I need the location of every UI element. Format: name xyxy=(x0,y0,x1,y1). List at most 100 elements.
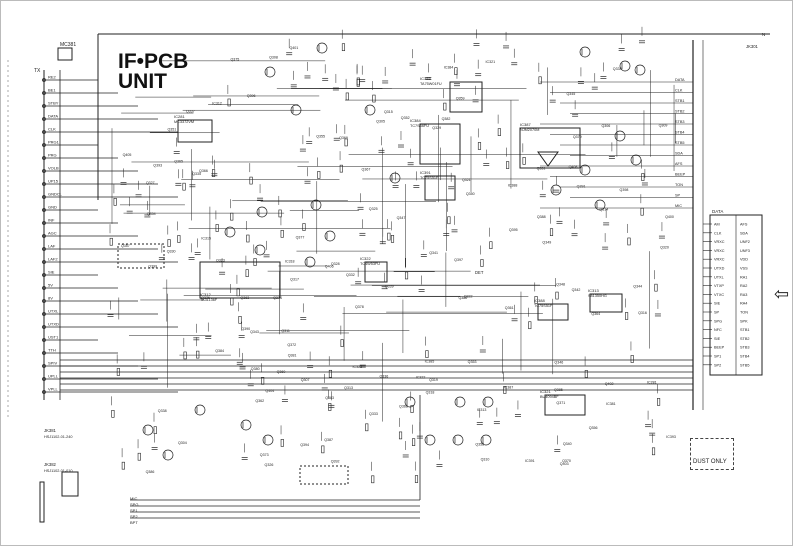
left-pin xyxy=(42,182,46,186)
left-pin-label: UP15 xyxy=(48,179,59,184)
resistor-symbol xyxy=(489,241,493,250)
right-pin-label-left: VRXC xyxy=(714,258,725,262)
component-ref-label: Q350 xyxy=(466,192,475,196)
component-ref-label: Q396 xyxy=(247,94,256,98)
jack-ref-label: JK382 xyxy=(44,462,57,467)
left-pin-label: 5V xyxy=(48,283,53,288)
component-ref-label: Q400 xyxy=(665,215,674,219)
component-ref-label: Q335 xyxy=(192,172,201,176)
component-ref-label: Q308 xyxy=(269,55,278,59)
ic-box-8 xyxy=(424,175,456,201)
resistor-symbol xyxy=(538,76,542,85)
resistor-symbol xyxy=(410,405,414,413)
component-ref-label: Q346 xyxy=(554,360,563,364)
resistor-symbol xyxy=(121,461,125,470)
resistor-symbol xyxy=(443,102,447,111)
component-ref-label: Q380 xyxy=(251,367,260,371)
left-pin-label: PRG xyxy=(48,153,57,158)
left-pin-label: UST1 xyxy=(48,335,59,340)
ic-part-label: TC7S66FU xyxy=(410,124,429,128)
bus-label: STB2 xyxy=(675,110,685,114)
right-pin-label-right: AFS xyxy=(740,223,748,227)
bottom-bus-label: BPT xyxy=(130,520,138,525)
left-pin xyxy=(42,208,46,212)
component-ref-label: Q338 xyxy=(158,409,167,413)
left-pin-label: CLK xyxy=(48,127,56,132)
component-ref-label: Q340 xyxy=(563,442,572,446)
right-pin-label-right: STB2 xyxy=(740,337,750,341)
component-ref-label: IC321 xyxy=(486,60,496,64)
transistor-symbol xyxy=(389,172,401,184)
component-ref-label: Q343 xyxy=(250,330,259,334)
component-ref-label: Q406 xyxy=(325,264,334,268)
bottom-bus-label: SPG xyxy=(130,502,138,507)
left-pin xyxy=(42,364,46,368)
resistor-symbol xyxy=(641,173,645,181)
opamp-symbol xyxy=(537,151,559,167)
component-ref-label: Q398 xyxy=(620,188,629,192)
ic-ref-label: IC322 xyxy=(360,256,371,261)
left-pin xyxy=(42,325,46,329)
resistor-symbol xyxy=(183,351,187,360)
component-ref-label: Q375 xyxy=(230,57,239,61)
component-ref-label: Q318 xyxy=(426,391,435,395)
transistor-symbol xyxy=(194,404,206,416)
resistor-symbol xyxy=(657,398,661,406)
resistor-symbol xyxy=(625,312,629,320)
component-ref-label: Q353 xyxy=(468,360,477,364)
bus-label: CLK xyxy=(675,89,683,93)
component-ref-label: Q351 xyxy=(167,127,176,131)
right-pin-label-left: VRXC xyxy=(714,240,725,244)
right-pin-label-left: VTXP xyxy=(714,284,724,288)
resistor-symbol xyxy=(278,209,282,218)
mic-jack-box xyxy=(57,47,73,61)
bus-label: AFS xyxy=(675,162,683,166)
component-ref-label: Q325 xyxy=(369,207,378,211)
component-ref-label: Q314 xyxy=(599,208,608,212)
component-ref-label: Q402 xyxy=(605,382,614,386)
transistor-symbol xyxy=(310,199,322,211)
component-ref-label: Q309 xyxy=(659,123,668,127)
component-ref-label: Q319 xyxy=(429,378,438,382)
transistor-symbol xyxy=(454,396,466,408)
component-ref-label: Q399 xyxy=(148,264,157,268)
component-ref-label: Q304 xyxy=(178,441,187,445)
dashed-block-2 xyxy=(299,465,349,485)
left-pin-label: LAF xyxy=(48,244,56,249)
resistor-symbol xyxy=(109,237,113,246)
component-ref-label: Q392 xyxy=(331,459,340,463)
component-ref-label: Q329 xyxy=(432,126,441,130)
left-pin-label: AGC xyxy=(48,231,57,236)
resistor-symbol xyxy=(549,228,554,236)
component-ref-label: Q321 xyxy=(462,178,471,182)
component-ref-label: Q403 xyxy=(560,462,569,466)
transistor-symbol xyxy=(579,46,591,58)
left-connector-ref: TX xyxy=(34,68,41,74)
component-ref-label: Q373 xyxy=(260,453,269,457)
left-pin-label: PRG1 xyxy=(48,140,60,145)
resistor-symbol xyxy=(253,258,257,266)
component-ref-label: IC281 xyxy=(647,381,657,385)
component-ref-label: IC318 xyxy=(285,260,295,264)
component-ref-label: Q358 xyxy=(475,442,484,446)
component-ref-label: Q341 xyxy=(429,251,438,255)
ic-box-5 xyxy=(519,127,581,169)
component-ref-label: Q357 xyxy=(121,244,130,248)
resistor-symbol xyxy=(111,410,115,418)
left-pin-label: GND xyxy=(48,205,57,210)
component-ref-label: Q342 xyxy=(572,288,581,292)
left-pin-label: VOLB xyxy=(48,166,59,171)
component-ref-label: IC385 xyxy=(425,359,435,363)
component-ref-label: Q345 xyxy=(566,92,575,96)
jack-part-label: HSJ1102-01-010 xyxy=(44,469,72,473)
right-pin-label-left: VTXC xyxy=(714,293,724,297)
component-ref-label: Q355 xyxy=(316,135,325,139)
labels-group: TXMC381RE2BE1STBYDATACLKPRG1PRGVOLBUP15G… xyxy=(34,32,765,525)
component-ref-label: IC313 xyxy=(477,408,487,412)
component-ref-label: Q374 xyxy=(273,296,282,300)
ic-ref-label: IC321 xyxy=(540,389,551,394)
component-ref-label: Q397 xyxy=(454,258,463,262)
ic-part-label: S81350HG xyxy=(588,294,607,298)
resistor-symbol xyxy=(555,291,559,300)
bottom-bus-label: SP2 xyxy=(130,514,138,519)
